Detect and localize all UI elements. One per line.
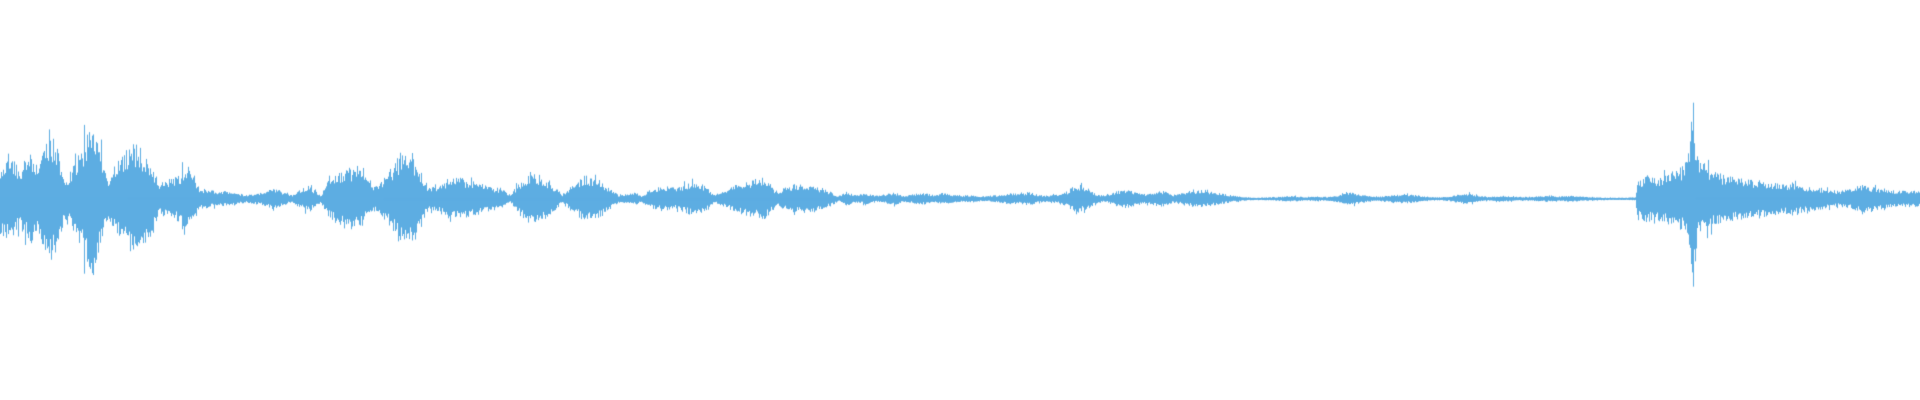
- audio-waveform[interactable]: [0, 0, 1920, 400]
